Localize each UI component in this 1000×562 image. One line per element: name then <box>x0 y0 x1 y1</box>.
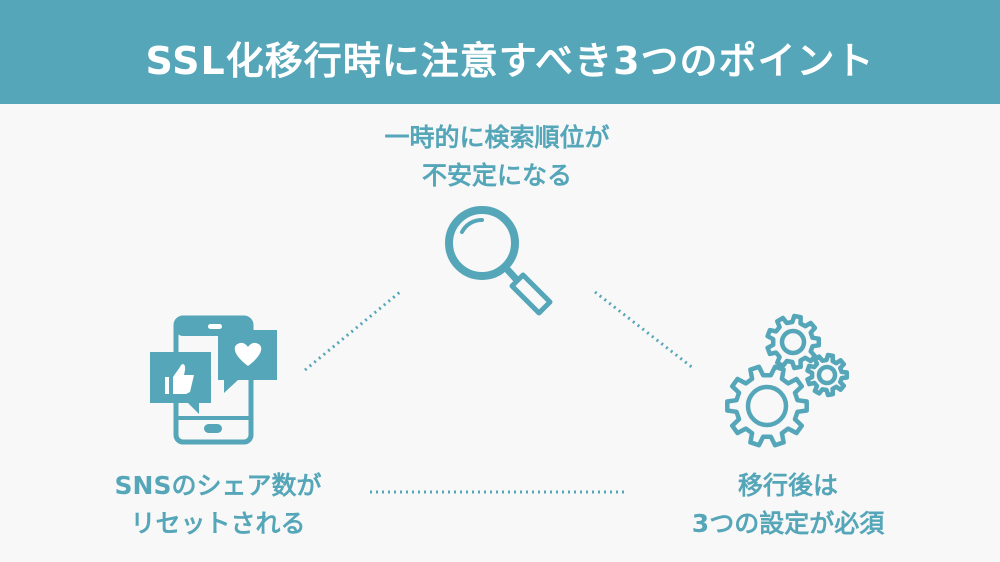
point-line: SNSのシェア数が <box>114 471 322 500</box>
large-gear-hole <box>745 384 789 428</box>
gears-icon <box>725 313 850 448</box>
point-sns-share: SNSのシェア数が リセットされる <box>58 467 378 543</box>
point-line: リセットされる <box>130 509 306 538</box>
point-line: 不安定になる <box>421 161 572 190</box>
smartphone-sns-icon <box>150 315 277 445</box>
point-line: 移行後は <box>737 471 838 500</box>
point-line: 一時的に検索順位が <box>384 123 610 152</box>
magnifier-icon <box>445 206 553 316</box>
header-banner: SSL化移行時に注意すべき3つのポイント <box>0 0 1000 104</box>
large-gear <box>725 364 809 448</box>
connector-right <box>594 290 694 370</box>
medium-gear <box>765 313 822 371</box>
page-title: SSL化移行時に注意すべき3つのポイント <box>145 39 875 83</box>
small-gear-hole <box>816 364 838 386</box>
point-search-ranking: 一時的に検索順位が 不安定になる <box>337 119 657 195</box>
connector-left <box>304 290 401 372</box>
small-gear <box>805 352 850 398</box>
medium-gear-hole <box>779 328 807 356</box>
point-line: 3つの設定が必須 <box>691 509 885 538</box>
point-settings: 移行後は 3つの設定が必須 <box>628 467 948 543</box>
